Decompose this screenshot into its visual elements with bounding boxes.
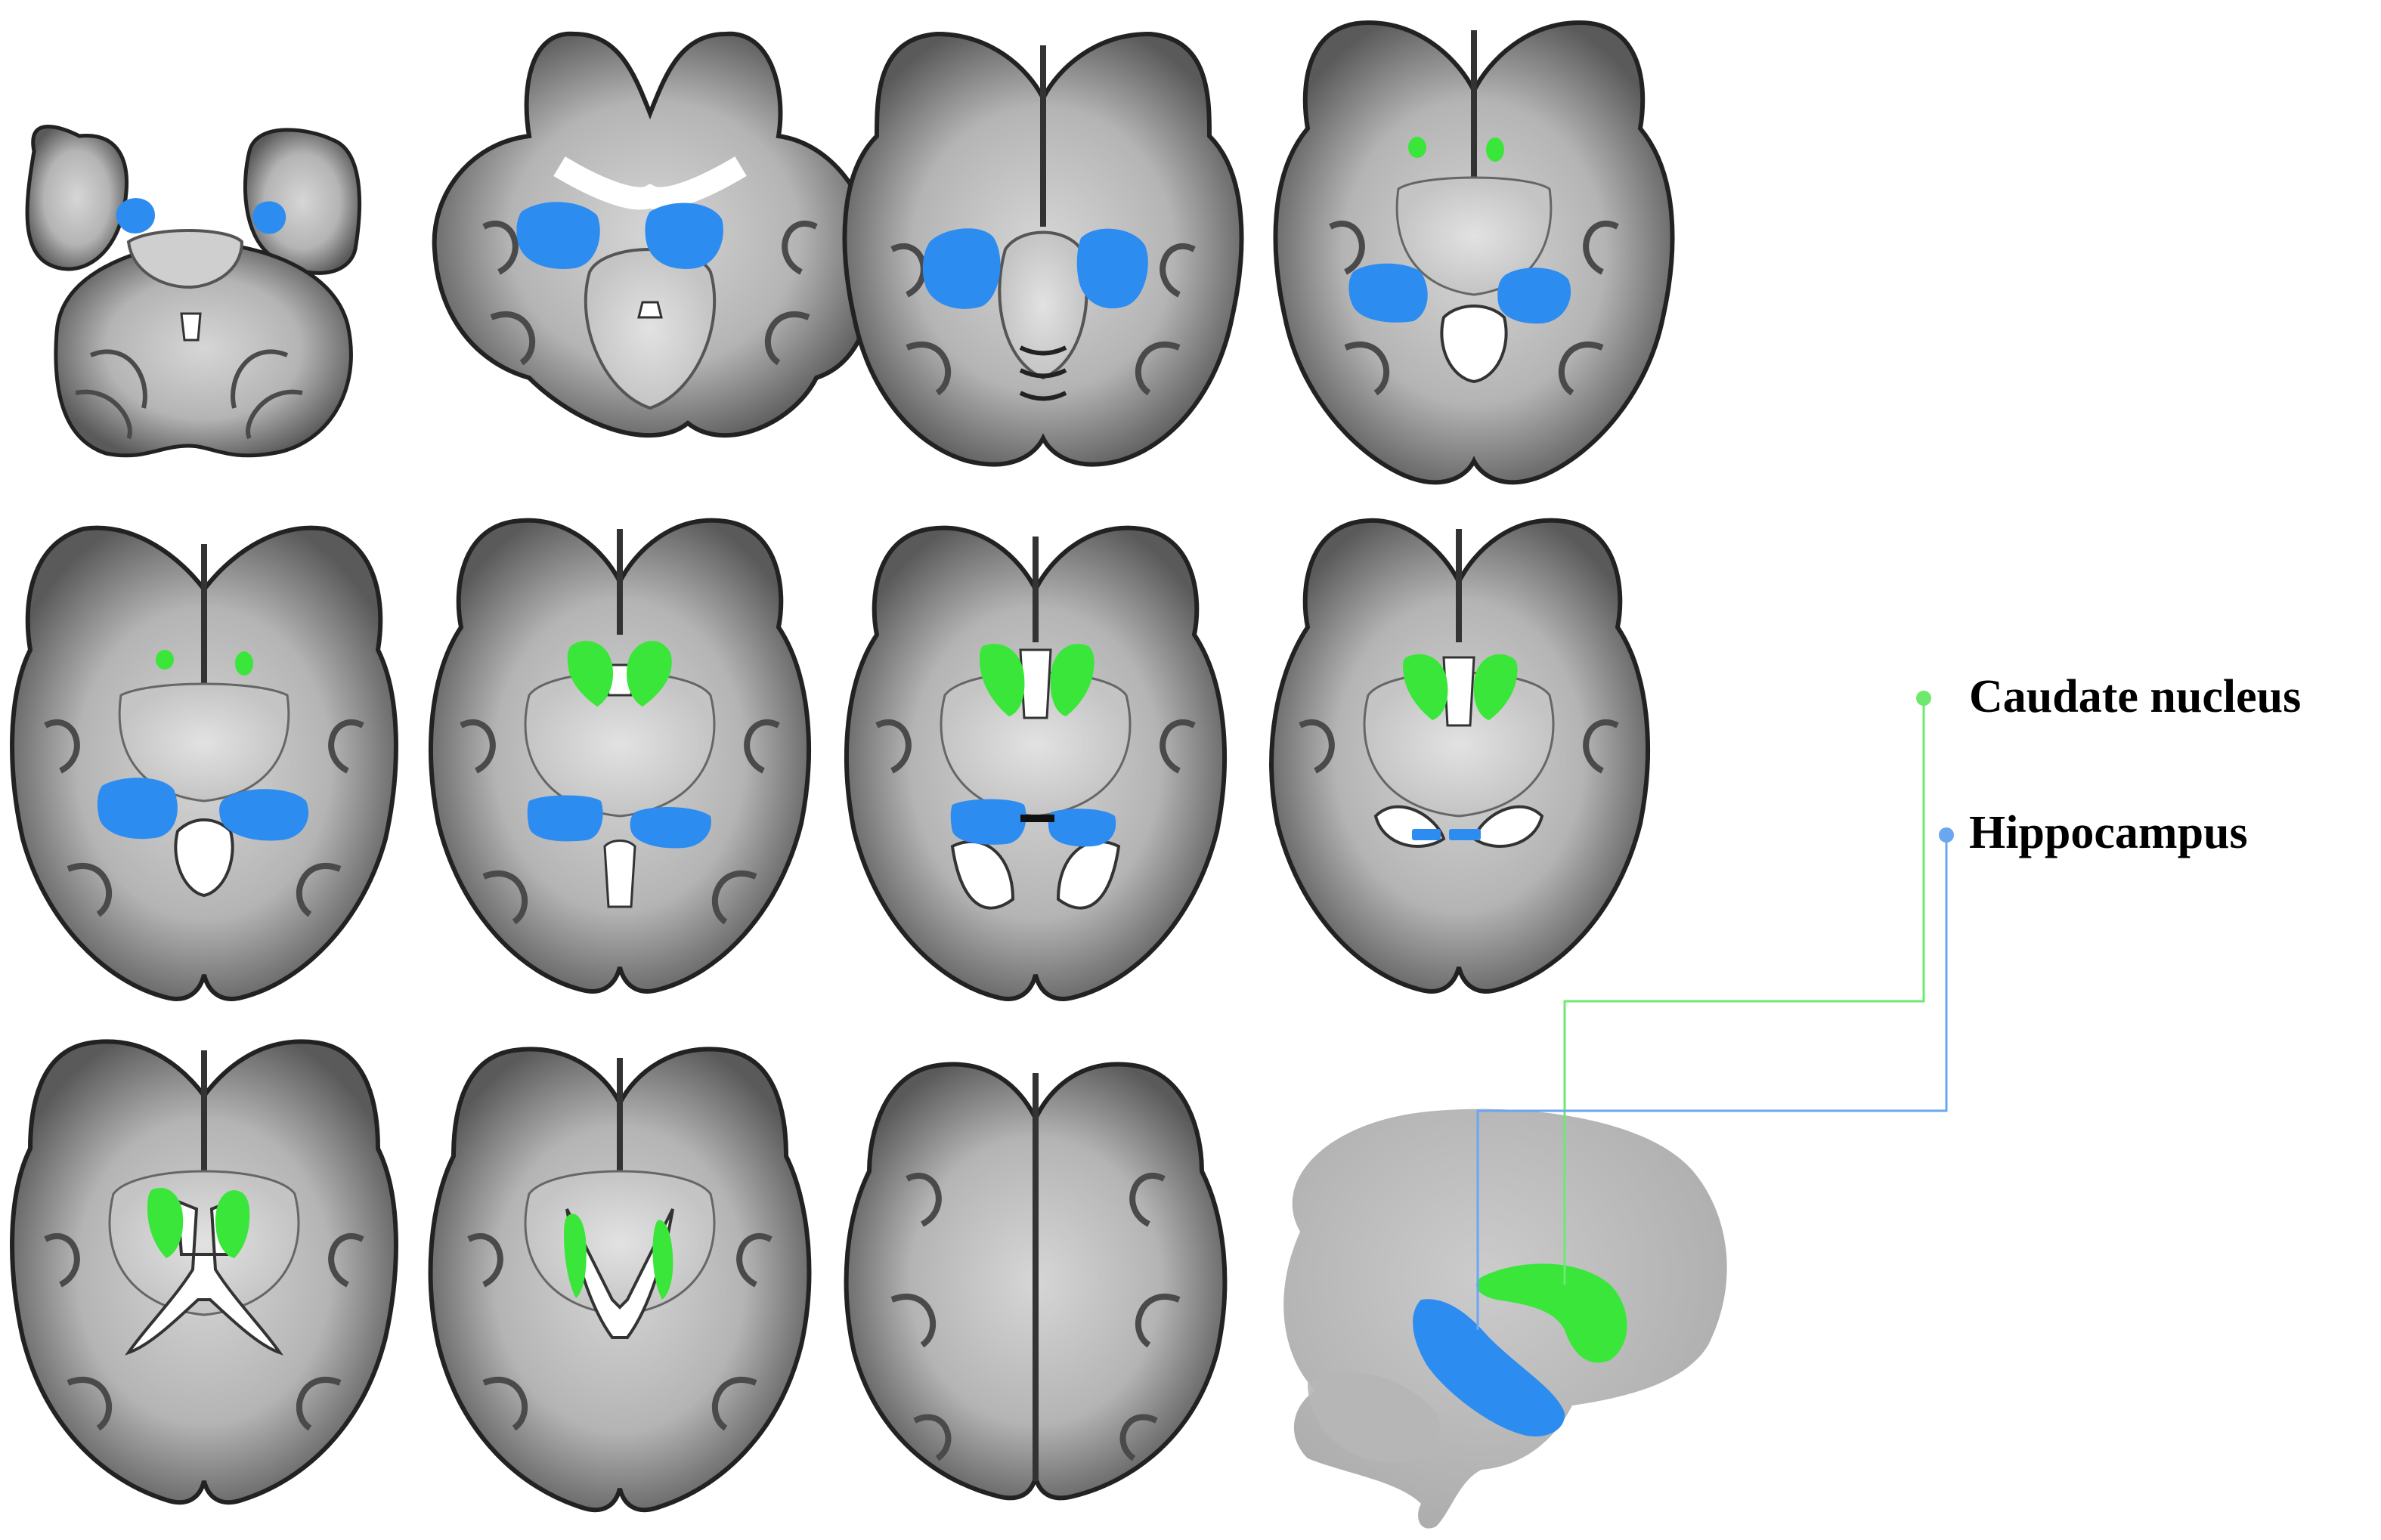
caudate-region <box>1403 654 1448 720</box>
axial-slice-3 <box>842 31 1244 467</box>
hippocampus-legend-label: Hippocampus <box>1969 807 2248 858</box>
hippocampus-leader-line <box>1476 835 1948 1330</box>
axial-slice-4 <box>1273 20 1675 485</box>
caudate-region <box>215 1190 250 1258</box>
hippocampus-region <box>950 799 1026 845</box>
hippocampus-region <box>527 795 603 842</box>
caudate-region <box>235 651 253 676</box>
caudate-region <box>147 1187 184 1258</box>
hippocampus-region <box>1048 809 1116 847</box>
hippocampus-region <box>1348 263 1428 323</box>
hippocampus-region <box>1449 829 1481 840</box>
axial-slice-9 <box>10 1039 398 1505</box>
hippocampus-region <box>516 202 600 269</box>
axial-slice-5 <box>10 525 398 1001</box>
hippocampus-region <box>116 198 155 233</box>
caudate-region <box>980 643 1025 716</box>
caudate-region <box>564 1214 587 1298</box>
caudate-legend-label: Caudate nucleus <box>1969 671 2301 722</box>
hippocampus-region <box>252 201 286 234</box>
hippocampus-region <box>97 778 178 840</box>
axial-slice-6 <box>429 518 811 994</box>
caudate-region <box>1486 138 1504 162</box>
axial-slice-11 <box>844 1062 1228 1501</box>
hippocampus-region <box>219 789 309 841</box>
hippocampus-region <box>1076 228 1148 309</box>
axial-slice-2 <box>432 31 876 438</box>
caudate-legend-dot <box>1916 691 1931 706</box>
hippocampus-region <box>1497 267 1571 324</box>
hippocampus-3d <box>1413 1299 1565 1436</box>
caudate-region <box>1473 654 1518 720</box>
hippocampus-region <box>922 228 1001 309</box>
axial-slice-1 <box>25 125 362 458</box>
brain-3d-render <box>1283 1109 1727 1529</box>
caudate-leader-line <box>1563 698 1925 1285</box>
caudate-3d <box>1475 1263 1627 1363</box>
caudate-region <box>156 650 174 669</box>
caudate-region <box>567 641 613 707</box>
legend: Caudate nucleus Hippocampus <box>1916 671 2301 858</box>
hippocampus-legend-dot <box>1939 827 1954 843</box>
caudate-region <box>652 1220 673 1300</box>
axial-slice-8 <box>1269 518 1650 994</box>
axial-slice-7 <box>844 525 1227 1001</box>
caudate-region <box>1050 643 1095 716</box>
caudate-region <box>627 641 672 707</box>
hippocampus-region <box>630 807 711 849</box>
axial-slice-10 <box>428 1047 812 1513</box>
caudate-region <box>1408 137 1426 158</box>
hippocampus-region <box>645 203 723 269</box>
hippocampus-region <box>1412 829 1441 840</box>
